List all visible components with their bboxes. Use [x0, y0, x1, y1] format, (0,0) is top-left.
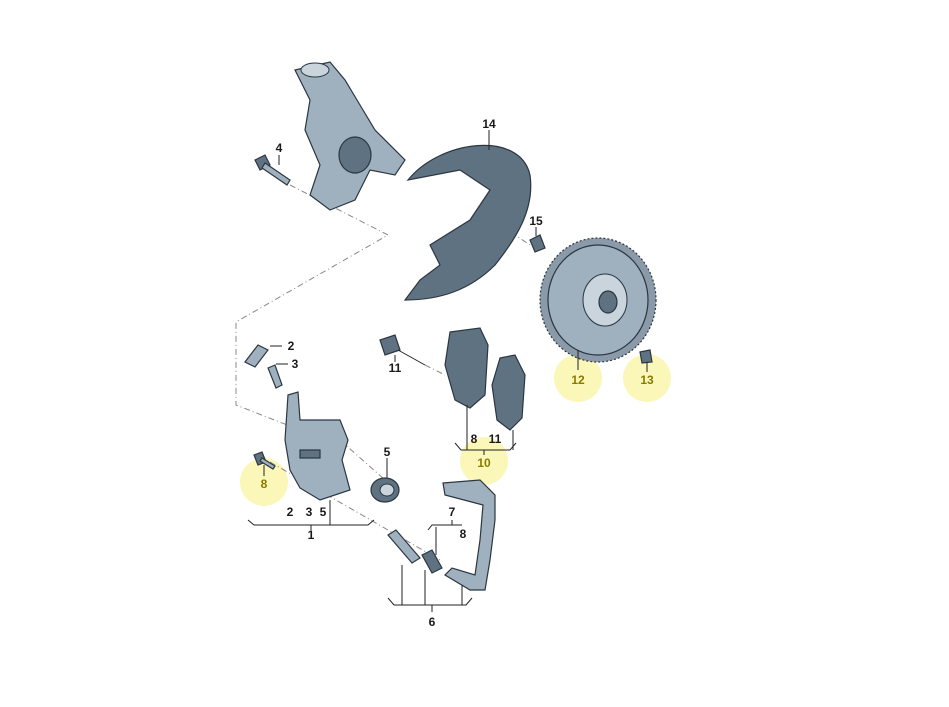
piston-seal: [370, 458, 400, 503]
label-5: 5: [384, 445, 391, 459]
label-1-sub-5: 5: [320, 505, 327, 519]
brake-disc: [539, 237, 657, 363]
label-1-sub-3: 3: [306, 505, 313, 519]
label-11-pad: 11: [489, 432, 502, 446]
guide-pin: [387, 529, 421, 564]
splash-shield: [403, 144, 532, 301]
knuckle-bolt: [254, 154, 291, 186]
label-13: 13: [640, 373, 654, 387]
brake-pad-inner: [444, 327, 489, 409]
shield-bolt: [529, 227, 546, 253]
highlight-13: [623, 354, 671, 402]
bleeder-cap: [244, 344, 282, 368]
label-8-guide: 8: [460, 527, 467, 541]
label-4: 4: [276, 141, 283, 155]
label-15: 15: [529, 214, 543, 228]
label-6: 6: [429, 615, 436, 629]
label-7: 7: [449, 505, 456, 519]
label-10: 10: [477, 456, 491, 470]
label-11: 11: [389, 361, 402, 375]
label-3: 3: [292, 357, 299, 371]
highlights: [240, 354, 671, 506]
wear-sensor: [379, 334, 446, 376]
highlight-8: [240, 458, 288, 506]
highlight-10: [460, 437, 508, 485]
label-1-sub-2: 2: [287, 505, 294, 519]
label-8-caliper-bolt: 8: [261, 477, 268, 491]
label-14: 14: [482, 117, 496, 131]
steering-knuckle: [294, 61, 406, 211]
label-1: 1: [308, 528, 315, 542]
assembly-line: [235, 184, 390, 431]
bleeder-valve: [267, 363, 288, 389]
assembly-line: [339, 439, 386, 481]
caliper-carrier: [442, 479, 496, 591]
caliper: [284, 391, 351, 501]
guide-bushing: [421, 549, 443, 574]
disc-screw: [639, 349, 653, 372]
label-2: 2: [288, 339, 295, 353]
bracket-lines: [247, 405, 517, 612]
caliper-bolt: [253, 451, 276, 476]
highlight-12: [554, 354, 602, 402]
label-12: 12: [571, 373, 585, 387]
label-8-pad: 8: [471, 432, 478, 446]
brake-pad-outer: [491, 354, 526, 431]
